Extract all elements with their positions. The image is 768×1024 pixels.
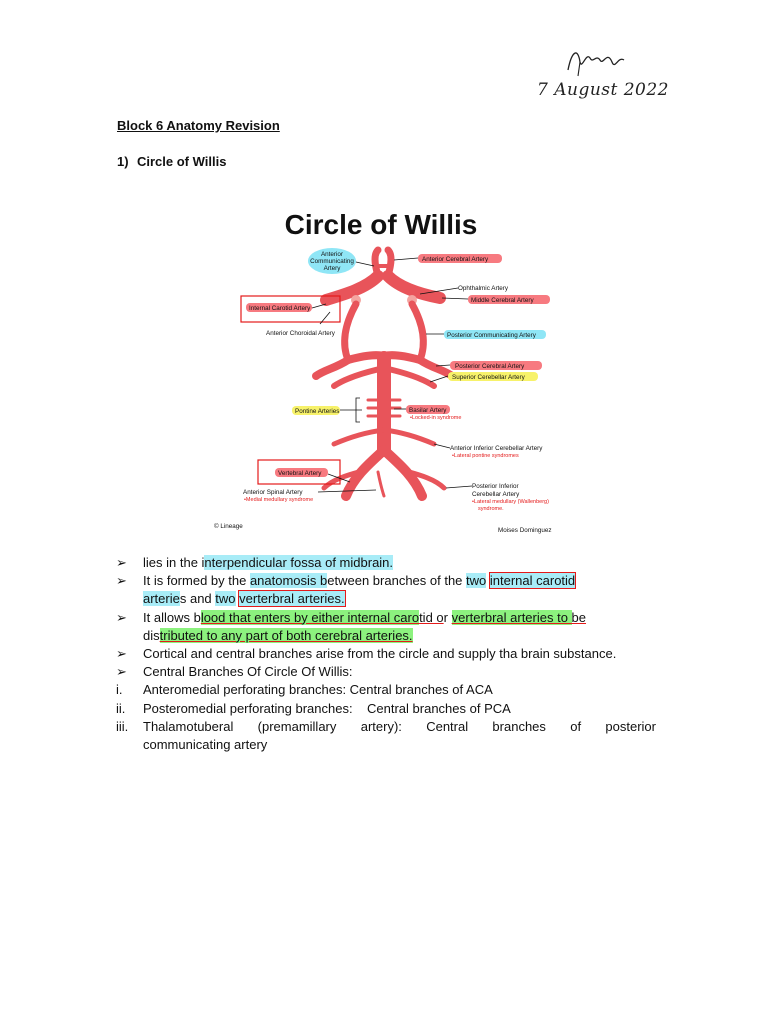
label-spinal: Anterior Spinal Artery <box>243 489 303 496</box>
document-title: Block 6 Anatomy Revision <box>117 118 280 133</box>
numbered-text: communicating artery <box>143 737 268 753</box>
label-sca: Superior Cerebellar Artery <box>452 374 526 381</box>
bullet-text: Cortical and central branches arise from… <box>143 646 617 662</box>
highlight-boxed: internal carotid <box>488 572 577 590</box>
diagram-title: Circle of Willis <box>285 209 478 240</box>
bullet-item: ➢ It allows blood that enters by either … <box>116 609 656 645</box>
bullet-arrow-icon: ➢ <box>116 573 127 589</box>
list-number: i. <box>116 682 123 698</box>
label-basilar: Basilar Artery <box>409 407 447 414</box>
bullet-text: It is formed by the <box>143 573 250 589</box>
numbered-text: Posteromedial perforating branches: Cent… <box>143 700 511 716</box>
label-pica-note-1: •Lateral medullary (Wallenberg) <box>472 499 549 505</box>
label-pcomm: Posterior Communicating Artery <box>447 332 537 339</box>
section-number: 1) <box>117 154 129 169</box>
highlight-cyan: arterie <box>143 591 180 607</box>
label-pontine: Pontine Arteries <box>295 408 339 415</box>
list-number: ii. <box>116 700 126 716</box>
credit-left: © Lineage <box>214 522 243 530</box>
bullet-item: ➢ Central Branches Of Circle Of Willis: <box>116 663 656 681</box>
label-spinal-note: •Medial medullary syndrome <box>244 497 313 503</box>
bullet-arrow-icon: ➢ <box>116 609 127 625</box>
numbered-item: i. Anteromedial perforating branches: Ce… <box>116 681 656 699</box>
label-aica-note: •Lateral pontine syndromes <box>452 453 519 459</box>
signature-date: 7 August 2022 <box>537 80 669 100</box>
highlight-boxed: verterbral arteries. <box>238 590 346 608</box>
numbered-item: ii. Posteromedial perforating branches: … <box>116 700 656 718</box>
label-ophthalmic: Ophthalmic Artery <box>458 285 509 292</box>
highlight-green: tributed to any part of both cerebral ar… <box>159 627 413 643</box>
bullet-arrow-icon: ➢ <box>116 555 127 570</box>
artery-drawing <box>312 246 456 501</box>
signature-scribble <box>567 52 625 77</box>
notes-list: ➢ lies in the interpendicular fossa of m… <box>116 554 656 754</box>
label-acomm-1: Anterior <box>321 251 343 258</box>
bullet-text: etween branches of the <box>327 573 467 589</box>
label-aca: Anterior Cerebral Artery <box>422 256 489 263</box>
highlight-cyan: anatomosis b <box>249 573 328 589</box>
bullet-text: lies in the i <box>143 555 205 570</box>
bullet-text: tid o <box>419 609 444 625</box>
bullet-text: dis <box>143 627 160 643</box>
label-basilar-note: •Locked-in syndrome <box>410 415 461 421</box>
bullet-text: s and <box>179 591 216 607</box>
bullet-item: ➢ Cortical and central branches arise fr… <box>116 645 656 663</box>
diagram-svg: Circle of Willis <box>206 192 558 538</box>
label-vertebral: Vertebral Artery <box>278 470 322 477</box>
label-mca: Middle Cerebral Artery <box>471 297 534 304</box>
numbered-text: Thalamotuberal (premamillary artery): Ce… <box>143 718 656 734</box>
label-acomm-3: Artery <box>324 265 342 272</box>
label-ica: Internal Carotid Artery <box>249 305 311 312</box>
highlight-green: verterbral arteries to <box>451 609 572 625</box>
bullet-text: Central Branches Of Circle Of Willis: <box>143 664 353 680</box>
highlight-cyan: two <box>466 573 487 589</box>
label-pica-1: Posterior Inferior <box>472 483 519 490</box>
credit-right: Moises Dominguez <box>498 527 552 534</box>
highlight-cyan: nterpendicular fossa of midbrain. <box>204 555 394 570</box>
highlight-green: lood that enters by either internal caro <box>200 609 420 625</box>
label-acomm-2: Communicating <box>310 258 354 265</box>
bullet-arrow-icon: ➢ <box>116 646 127 662</box>
label-pca: Posterior Cerebral Artery <box>455 363 525 370</box>
numbered-item: iii. Thalamotuberal (premamillary artery… <box>116 718 656 754</box>
bullet-arrow-icon: ➢ <box>116 664 127 680</box>
label-pica-note-2: syndrome. <box>478 506 504 512</box>
highlight-cyan: two <box>215 591 236 607</box>
bullet-text: It allows b <box>143 609 201 625</box>
label-choroidal: Anterior Choroidal Artery <box>266 330 336 337</box>
signature: 7 August 2022 <box>530 40 669 110</box>
label-pica-2: Cerebellar Artery <box>472 491 520 498</box>
bullet-item: ➢ lies in the interpendicular fossa of m… <box>116 554 656 572</box>
vertebral-red-box <box>257 459 341 485</box>
circle-of-willis-diagram: Circle of Willis <box>206 192 558 538</box>
label-aica: Anterior Inferior Cerebellar Artery <box>450 445 543 452</box>
section-title: Circle of Willis <box>137 154 227 169</box>
list-number: iii. <box>116 718 129 734</box>
ica-red-box <box>240 295 341 323</box>
bullet-item: ➢ It is formed by the anatomosis between… <box>116 572 656 608</box>
bullet-text: be <box>571 609 587 625</box>
bullet-text: r <box>443 609 448 625</box>
numbered-text: Anteromedial perforating branches: Centr… <box>143 682 493 698</box>
